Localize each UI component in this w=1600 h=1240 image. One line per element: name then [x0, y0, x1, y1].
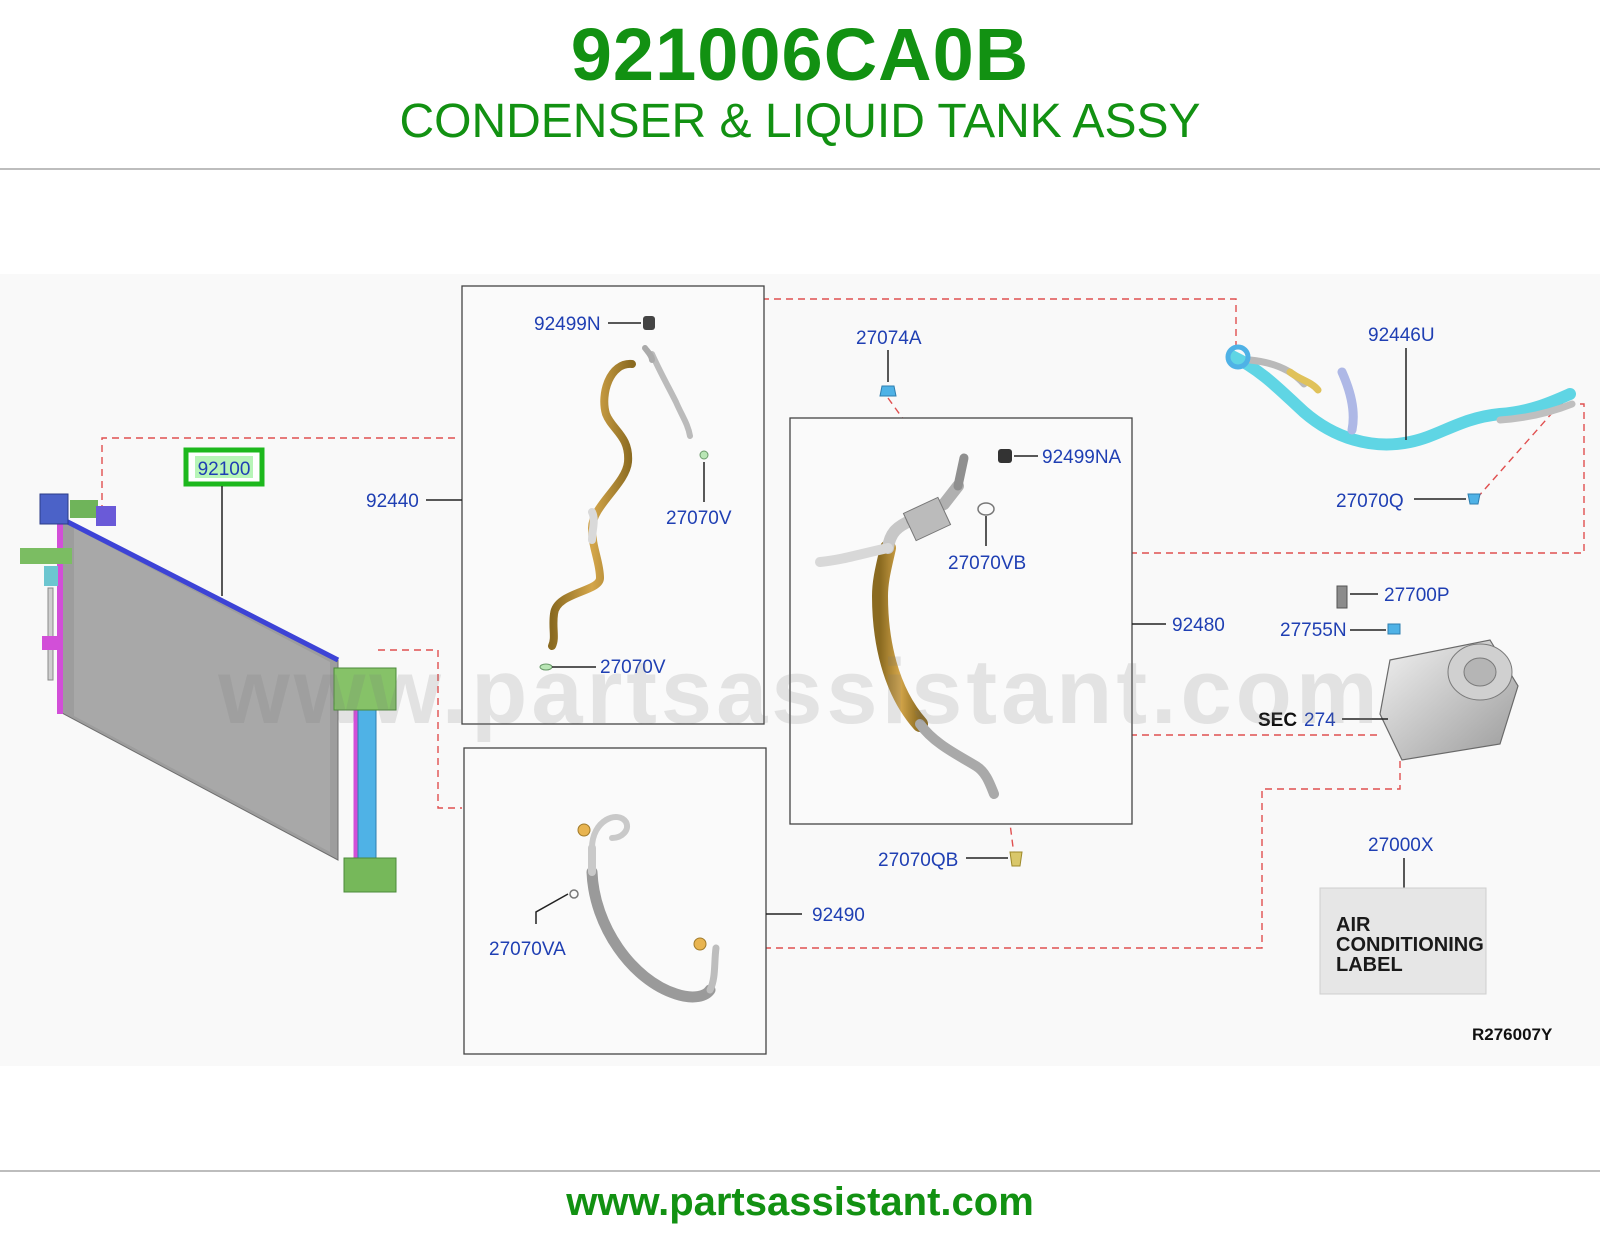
ac-label-line1: AIR: [1336, 914, 1371, 936]
callout-27755N[interactable]: 27755N: [1280, 620, 1347, 641]
cap-92499N-icon: [643, 316, 655, 330]
part-number-title: 921006CA0B: [570, 13, 1030, 96]
footer-website-link[interactable]: www.partsassistant.com: [566, 1180, 1034, 1224]
pipe-92446U[interactable]: [1226, 350, 1576, 451]
box-92490: [463, 747, 767, 1055]
fitting-92490-bottom-icon: [693, 937, 707, 951]
part-name-subtitle: CONDENSER & LIQUID TANK ASSY: [399, 95, 1201, 148]
bolt-27070Q-icon: [1467, 493, 1481, 505]
callout-92490[interactable]: 92490: [812, 905, 865, 926]
callout-92499N[interactable]: 92499N: [534, 314, 601, 335]
pipe-92446U-port-icon: [1225, 344, 1251, 370]
fitting-92490-top-icon: [577, 823, 591, 837]
callout-92100-label: 92100: [198, 459, 251, 480]
ac-label-line2: CONDITIONING: [1336, 934, 1484, 956]
valve-27755N-icon: [1387, 623, 1401, 635]
hose-92480[interactable]: [815, 453, 999, 799]
diagram-reference-code: R276007Y: [1472, 1025, 1553, 1044]
sensor-27700P-icon: [1336, 585, 1348, 609]
sec-prefix-label: SEC: [1258, 710, 1297, 731]
callout-27070VB[interactable]: 27070VB: [948, 553, 1026, 574]
callout-92480[interactable]: 92480: [1172, 615, 1225, 636]
bolt-27070QB-icon: [1009, 851, 1023, 867]
callout-92499NA[interactable]: 92499NA: [1042, 447, 1122, 468]
callout-92446U[interactable]: 92446U: [1368, 325, 1435, 346]
o-ring-27070VB-icon: [977, 502, 995, 516]
callout-27070V-bottom[interactable]: 27070V: [600, 657, 666, 678]
ac-label-plate[interactable]: [1319, 887, 1487, 995]
cap-92499NA-icon: [998, 449, 1012, 463]
callout-27074A[interactable]: 27074A: [856, 328, 922, 349]
watermark: www.partsassistant.com: [218, 641, 1382, 743]
condenser-radiator[interactable]: [20, 493, 397, 893]
muffler-icon: [902, 496, 952, 542]
callout-92100[interactable]: 92100: [183, 447, 265, 596]
o-ring-27070V-top-icon: [699, 450, 709, 460]
header-divider: [0, 168, 1600, 170]
pipe-92440[interactable]: [548, 345, 693, 650]
callout-27070QB[interactable]: 27070QB: [878, 850, 958, 871]
bolt-27074A-icon: [879, 385, 897, 397]
callout-27000X[interactable]: 27000X: [1368, 835, 1434, 856]
hose-92490[interactable]: [586, 814, 720, 1003]
callout-sec-274[interactable]: 274: [1304, 710, 1336, 731]
compressor-sec-274[interactable]: [1379, 639, 1519, 761]
header: 921006CA0B CONDENSER & LIQUID TANK ASSY: [0, 0, 1600, 170]
footer-divider: [0, 1170, 1600, 1172]
o-ring-27070VA-icon: [569, 889, 579, 899]
callout-27070Q[interactable]: 27070Q: [1336, 491, 1404, 512]
callout-27700P[interactable]: 27700P: [1384, 585, 1450, 606]
box-92440: [461, 285, 765, 725]
callout-27070VA[interactable]: 27070VA: [489, 939, 566, 960]
callout-27070V-top[interactable]: 27070V: [666, 508, 732, 529]
callout-92440[interactable]: 92440: [366, 491, 419, 512]
ac-label-line3: LABEL: [1336, 954, 1403, 976]
